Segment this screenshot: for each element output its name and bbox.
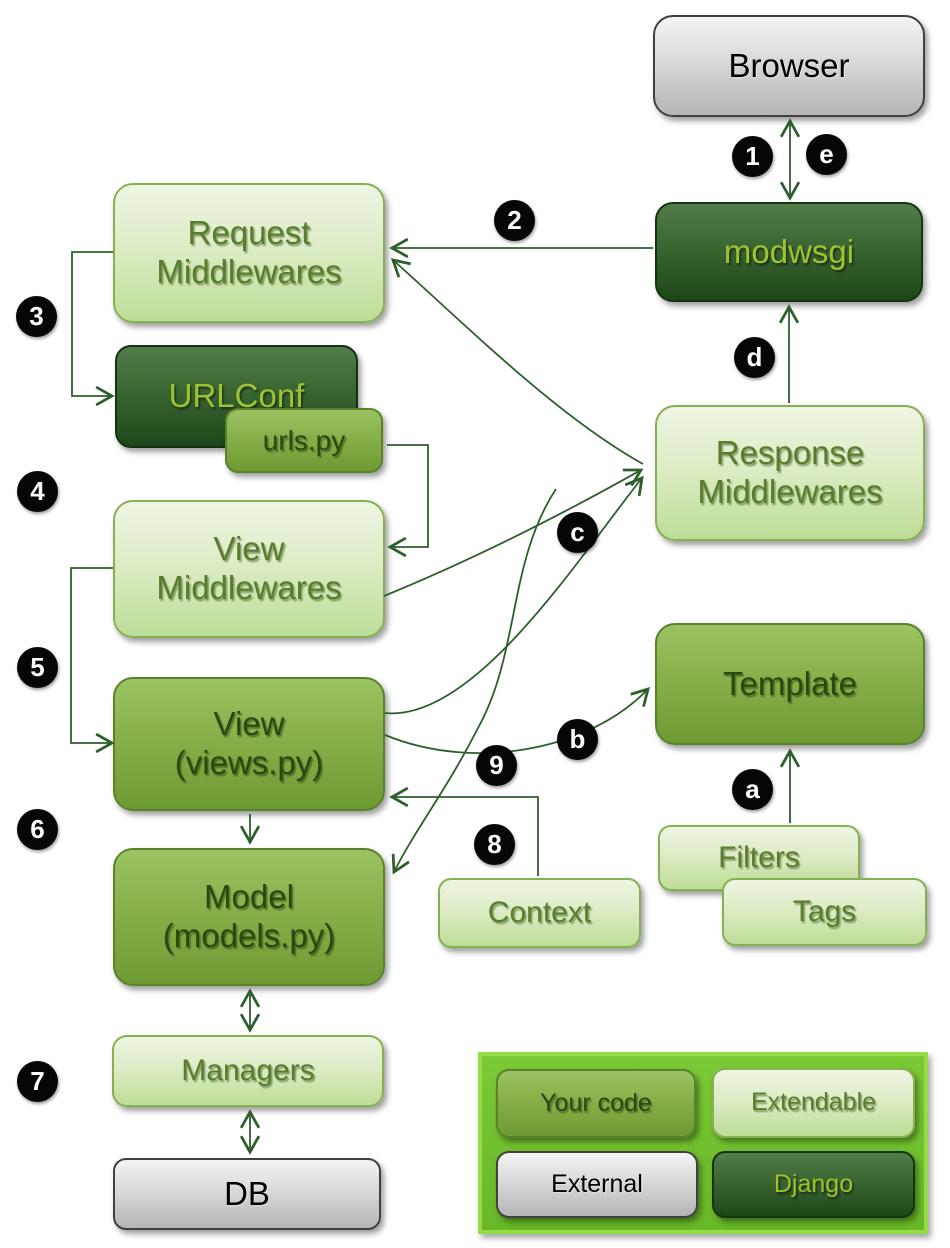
edge-c-view-response-mw: [384, 478, 642, 714]
legend-label: Extendable: [750, 1088, 877, 1117]
step-badge-2: 2: [494, 200, 535, 241]
node-label: Browser: [728, 46, 850, 84]
step-badge-8: 8: [474, 824, 515, 865]
node-label: Tags: [792, 895, 857, 929]
node-request-middlewares: Request Middlewares: [113, 183, 385, 323]
node-model: Model (models.py): [113, 848, 385, 986]
legend-label: Your code: [540, 1088, 652, 1117]
step-badge-e: e: [806, 134, 847, 175]
legend-item-external: External: [496, 1151, 698, 1218]
step-badge-9: 9: [476, 745, 517, 786]
node-label: View: [213, 705, 285, 743]
step-badge-4: 4: [17, 471, 58, 512]
edge-9-template-model: [394, 488, 557, 872]
step-badge-5: 5: [17, 647, 58, 688]
step-badge-d: d: [734, 337, 775, 378]
step-badge-b: b: [557, 719, 598, 760]
node-db: DB: [113, 1158, 381, 1230]
node-modwsgi: modwsgi: [655, 202, 923, 302]
node-label: URLConf: [168, 377, 305, 415]
node-label: DB: [224, 1174, 270, 1212]
node-label: (views.py): [174, 744, 324, 781]
node-label: Middlewares: [156, 569, 342, 606]
node-view-middlewares: View Middlewares: [113, 500, 385, 638]
node-template: Template: [655, 623, 925, 745]
node-context: Context: [438, 878, 641, 948]
node-label: (models.py): [162, 917, 336, 954]
node-view: View (views.py): [113, 677, 385, 811]
legend-item-django: Django: [712, 1151, 915, 1218]
node-label: modwsgi: [723, 232, 855, 270]
node-label: Managers: [181, 1054, 315, 1088]
node-label: Template: [723, 664, 857, 702]
node-tags: Tags: [722, 878, 927, 946]
step-badge-6: 6: [17, 809, 58, 850]
legend-item-extendable: Extendable: [712, 1068, 915, 1138]
node-response-middlewares: Response Middlewares: [655, 405, 925, 541]
step-badge-7: 7: [17, 1061, 58, 1102]
node-browser: Browser: [653, 15, 925, 117]
node-label: Middlewares: [697, 473, 883, 510]
node-label: Middlewares: [156, 253, 342, 290]
node-label: View: [213, 530, 285, 568]
edge-4-urlspy-view-mw: [387, 444, 429, 547]
node-managers: Managers: [112, 1035, 384, 1107]
node-label: Filters: [718, 841, 800, 875]
edge-3-request-mw-urlconf: [71, 251, 113, 396]
node-label: Request: [187, 214, 311, 252]
node-label: urls.py: [262, 424, 346, 456]
legend-panel: Your code Extendable External Django: [478, 1052, 928, 1234]
node-label: Response: [715, 434, 865, 472]
legend-label: Django: [773, 1169, 854, 1198]
step-badge-1: 1: [732, 136, 773, 177]
step-badge-a: a: [732, 769, 773, 810]
edge-5-view-mw-view: [70, 567, 113, 743]
edge-c-response-mw-request-mw: [393, 260, 644, 465]
step-badge-c: c: [557, 512, 598, 553]
edge-c-view-mw-response-mw: [383, 470, 641, 597]
node-label: Context: [487, 896, 592, 930]
node-urls-py: urls.py: [225, 408, 383, 473]
node-label: Model: [204, 878, 294, 916]
legend-label: External: [551, 1169, 643, 1198]
legend-item-your-code: Your code: [496, 1069, 696, 1138]
edge-8-context-view: [392, 797, 539, 876]
edge-b-view-template: [384, 689, 648, 754]
step-badge-3: 3: [16, 296, 57, 337]
